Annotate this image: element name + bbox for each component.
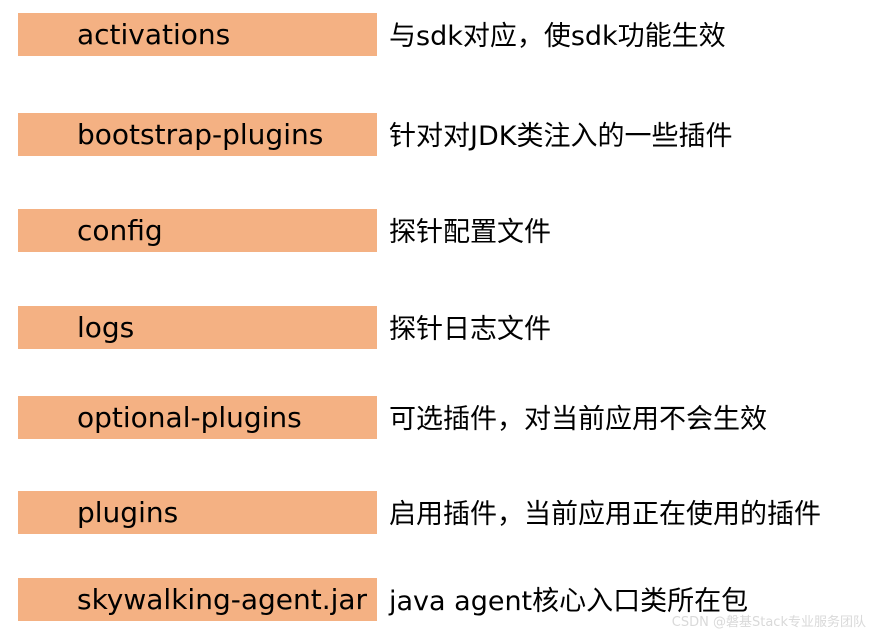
directory-name: skywalking-agent.jar: [18, 578, 377, 621]
directory-row-logs: logs 探针日志文件: [0, 306, 872, 350]
directory-row-skywalking-agent-jar: skywalking-agent.jar java agent核心入口类所在包: [0, 578, 872, 622]
directory-description: 可选插件，对当前应用不会生效: [389, 404, 767, 435]
directory-description: java agent核心入口类所在包: [389, 586, 749, 617]
directory-description: 针对对JDK类注入的一些插件: [389, 121, 733, 152]
directory-description: 探针日志文件: [389, 314, 551, 345]
directory-name: logs: [18, 306, 377, 349]
directory-row-config: config 探针配置文件: [0, 209, 872, 253]
watermark: CSDN @磐基Stack专业服务团队: [671, 615, 866, 630]
directory-row-optional-plugins: optional-plugins 可选插件，对当前应用不会生效: [0, 396, 872, 440]
directory-row-bootstrap-plugins: bootstrap-plugins 针对对JDK类注入的一些插件: [0, 113, 872, 157]
directory-description: 探针配置文件: [389, 217, 551, 248]
directory-name: bootstrap-plugins: [18, 113, 377, 156]
directory-row-activations: activations 与sdk对应，使sdk功能生效: [0, 13, 872, 57]
directory-description: 启用插件，当前应用正在使用的插件: [389, 499, 821, 530]
directory-row-plugins: plugins 启用插件，当前应用正在使用的插件: [0, 491, 872, 535]
directory-name: optional-plugins: [18, 396, 377, 439]
directory-name: config: [18, 209, 377, 252]
directory-name: plugins: [18, 491, 377, 534]
directory-name: activations: [18, 13, 377, 56]
directory-description: 与sdk对应，使sdk功能生效: [389, 21, 726, 52]
